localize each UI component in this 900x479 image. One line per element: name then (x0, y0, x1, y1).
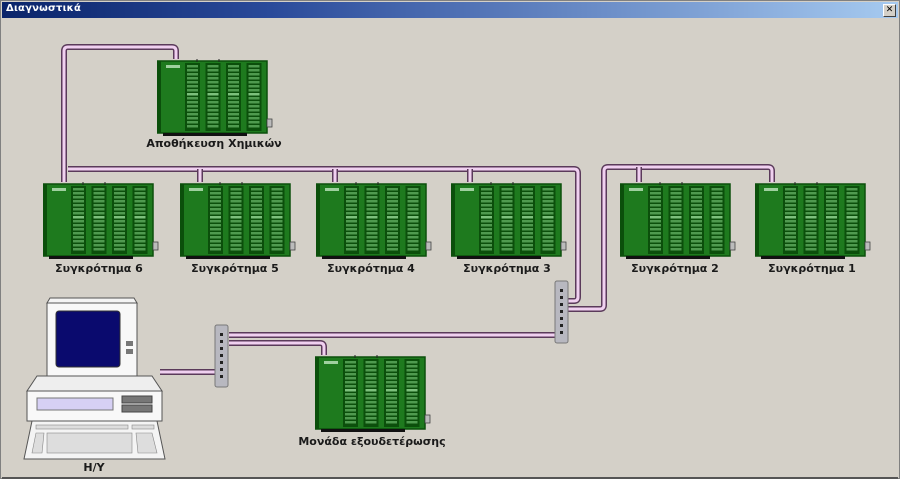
monitor-screen (55, 310, 121, 368)
plc-rack-icon (754, 182, 871, 259)
rack-unit-3[interactable] (450, 182, 569, 264)
cable-storage (61, 44, 179, 182)
plc-rack-icon (314, 355, 431, 432)
plc-rack-icon (156, 59, 273, 136)
rack-storage[interactable] (156, 59, 275, 141)
rack-unit-2[interactable] (619, 182, 738, 264)
plc-rack-icon (619, 182, 736, 259)
plc-rack-icon (450, 182, 567, 259)
rack-unit-5[interactable] (179, 182, 298, 264)
label-pc: Η/Υ (83, 461, 105, 474)
rack-unit-6[interactable] (42, 182, 161, 264)
label-unit-2: Συγκρότημα 2 (631, 262, 719, 275)
window-title: Διαγνωστικά (6, 3, 82, 14)
plc-rack-icon (42, 182, 159, 259)
rack-unit-1[interactable] (754, 182, 873, 264)
label-unit-3: Συγκρότημα 3 (463, 262, 551, 275)
computer-icon[interactable] (23, 297, 166, 460)
cable-trunk-left (68, 166, 581, 304)
cable-trunk-right (568, 164, 775, 312)
rack-unit-4[interactable] (315, 182, 434, 264)
network-hub-icon-left[interactable] (214, 324, 229, 388)
plc-rack-icon (179, 182, 296, 259)
label-unit-6: Συγκρότημα 6 (55, 262, 143, 275)
label-neutralization: Μονάδα εξουδετέρωσης (298, 435, 446, 448)
cable-neutralization (229, 340, 327, 355)
label-unit-5: Συγκρότημα 5 (191, 262, 279, 275)
pc-layer (23, 297, 166, 460)
label-unit-1: Συγκρότημα 1 (768, 262, 856, 275)
label-unit-4: Συγκρότημα 4 (327, 262, 415, 275)
title-bar[interactable]: Διαγνωστικά ✕ (2, 2, 898, 18)
rack-neutralization[interactable] (314, 355, 433, 437)
label-storage: Αποθήκευση Χημικών (146, 137, 282, 150)
plc-rack-icon (315, 182, 432, 259)
network-cables (61, 44, 775, 388)
network-diagram: Αποθήκευση Χημικών Συγκρότημα 6 Συγκρότη… (2, 19, 898, 479)
close-icon: ✕ (885, 5, 894, 15)
close-button[interactable]: ✕ (883, 4, 896, 17)
network-hub-icon-right[interactable] (554, 280, 569, 344)
